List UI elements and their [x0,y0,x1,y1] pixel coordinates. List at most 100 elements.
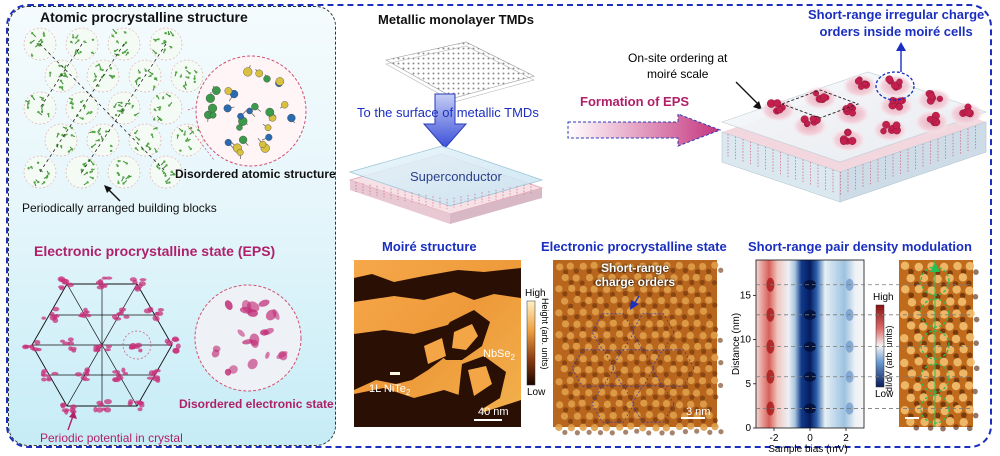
strip-atom-dark [966,425,973,432]
periodic-potential-arrow [67,411,77,431]
zoom-charge-blob [247,309,258,317]
stm-atom-bright [645,320,653,328]
atom [117,53,120,57]
stm-atom-dark [659,405,665,412]
pdm-colorbar-low: Low [875,389,894,400]
eps-charge-blob [132,279,138,285]
strip-atom-bright [965,261,975,271]
stm-atom-dark [563,269,569,275]
zoom-atom [246,107,253,115]
stm-atom-dark [634,428,640,434]
strip-atom-bright [951,334,961,344]
eps-charge-blob [79,312,85,318]
zoom-atom [205,93,215,103]
eps-charge-blob [93,406,98,413]
atom [189,147,192,151]
lattice-line [39,43,125,173]
zoom-atom [211,86,221,95]
stm-atom-bright [627,284,635,293]
zoom-atom [239,135,248,144]
strip-atom-bright [906,393,916,403]
strip-atom-bright [939,357,949,367]
stm-atom-bright [687,400,695,409]
atom [85,171,89,175]
atom [71,106,74,110]
atom [113,49,117,53]
zoom-charge-blob [263,328,274,335]
atom [72,36,75,39]
stm-atom-dark [694,383,700,389]
eps-charge-blob [146,376,155,380]
stm-atom-bright [556,263,564,271]
zoom-charge-blob [265,309,277,321]
strip-atom-bright [953,261,962,271]
to-surface-label: To the surface of metallic TMDs [357,105,539,120]
strip-atom-dark [966,400,972,407]
stm-atom-bright [633,389,642,398]
charge-order-sphere [819,93,828,102]
strip-atom-dark [940,352,947,358]
strip-atom-bright [945,394,954,403]
zoom-atom [236,124,243,131]
stm-atom-dark [610,291,616,298]
charge-order-sphere [854,77,862,85]
formation-arrow [567,113,722,147]
stm-atom-dark [683,360,689,367]
zoom-atom [224,138,232,147]
stm-atom-bright [603,331,611,339]
strip-atom-dark [973,316,980,323]
charge-order-sphere [895,103,903,111]
stm-atom-bright [626,401,634,409]
stm-atom-bright [603,400,611,408]
stm-atom-dark [623,429,629,435]
stm-atom-bright [670,274,678,282]
stm-atom-dark [562,429,568,436]
atom [58,86,62,89]
zoom-charge-blob [265,351,270,359]
strip-atom-dark [966,352,973,358]
onsite-ordering-label: On-site ordering at moiré scale [628,50,727,82]
stm-atom-bright [640,285,648,293]
superconductor-slab [348,145,544,224]
stm-atom-bright [585,412,594,420]
atom [30,54,34,57]
atom [159,118,163,122]
stm-atom-bright [573,295,581,304]
atom [128,102,131,105]
atom [36,44,40,47]
stm-atom-bright [676,284,684,292]
stm-atom-bright [711,354,719,362]
strip-atom-bright [919,273,929,283]
charge-order-sphere [804,120,811,127]
stm-atom-bright [645,297,653,305]
stm-atom-dark [706,313,713,319]
atom [49,71,52,75]
stm-atom-dark [694,269,701,275]
stm-atom-bright [616,423,624,431]
stm-atom-bright [687,286,695,294]
stm-atom-dark [688,303,695,309]
atom [61,133,64,137]
eps-charge-blob [117,311,124,315]
stm-atom-dark [677,280,683,286]
stm-atom-dark [622,384,628,390]
atom [158,108,161,111]
stm-atom-bright [579,423,587,431]
atom [164,174,167,177]
strip-atom-bright [900,261,910,270]
stm-atom-dark [717,337,723,343]
stm-atom-dark [652,326,658,332]
eps-charge-blob [139,402,145,408]
stm-atom-bright [633,366,641,374]
stm-atom-bright [644,366,652,374]
stm-atom-dark [574,314,580,320]
stm-atom-dark [663,325,669,332]
stm-atom-dark [681,314,688,320]
atom [42,32,45,36]
atom [179,149,182,152]
strip-atom-bright [946,297,955,306]
atom [111,76,114,79]
strip-atom-dark [972,388,978,395]
eps-charge-blob [157,307,165,312]
stm-atom-bright [602,376,610,385]
